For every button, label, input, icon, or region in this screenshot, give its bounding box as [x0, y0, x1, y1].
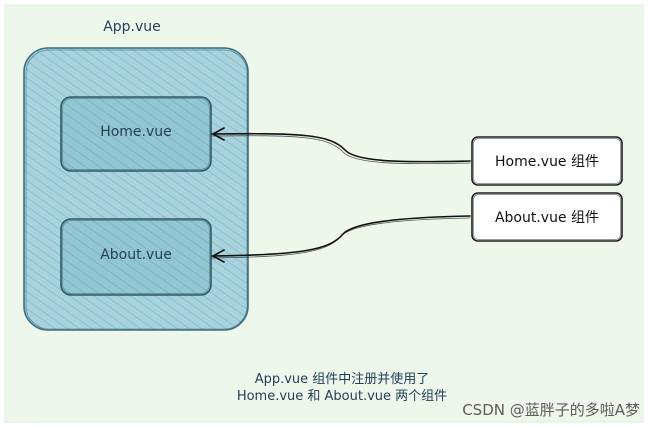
caption-line-1: App.vue 组件中注册并使用了	[254, 372, 430, 387]
home-inner-label: Home.vue	[100, 124, 172, 140]
app-container-label: App.vue	[103, 19, 161, 35]
home-component-box	[471, 136, 623, 186]
about-arrow	[211, 215, 471, 263]
about-inner-label: About.vue	[100, 247, 172, 263]
home-arrow	[211, 127, 471, 165]
home-component-label: Home.vue 组件	[494, 154, 599, 170]
about-component-label: About.vue 组件	[494, 210, 600, 226]
about-component-box	[471, 192, 623, 242]
caption-line-2: Home.vue 和 About.vue 两个组件	[236, 389, 448, 404]
watermark: CSDN @蓝胖子的多啦A梦	[462, 401, 640, 419]
about-inner-box	[60, 218, 212, 296]
home-inner-box	[60, 96, 212, 172]
